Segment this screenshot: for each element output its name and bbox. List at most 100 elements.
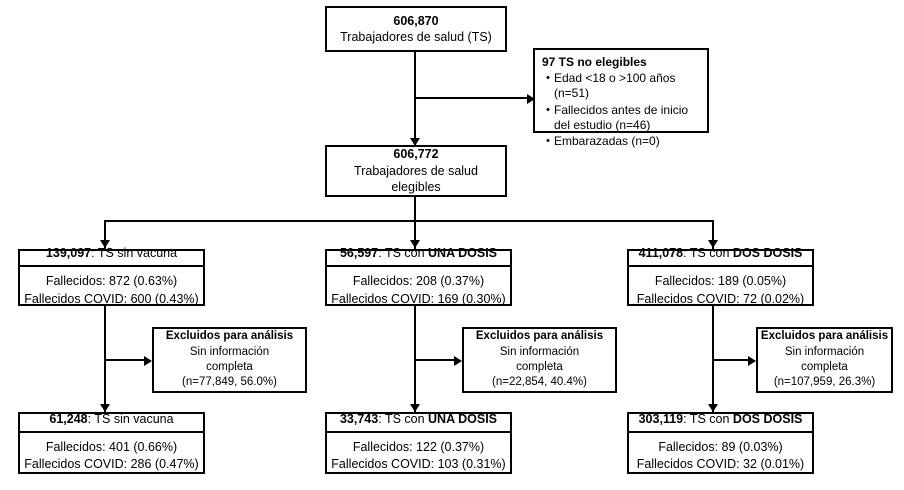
branch-bottom-count: 33,743 <box>339 411 379 426</box>
root-count: 606,870 <box>393 13 439 28</box>
connector-bus-to-branch-3 <box>712 220 714 249</box>
arrowhead-branch-1-bottom <box>100 404 110 412</box>
arrowhead-branch-1-excluded <box>144 356 152 366</box>
branch-top-deaths-covid: Fallecidos COVID: 600 (0.43%) <box>24 291 199 306</box>
branch-top-separator: : <box>378 246 385 261</box>
branch-top-count: 139,097 <box>45 246 92 261</box>
branch-top-header: 56,597: TS con UNA DOSIS <box>327 241 510 268</box>
box-branch-top-sin-vacuna: 139,097: TS sin vacuna Fallecidos: 872 (… <box>18 246 205 306</box>
excluded-bullet-item: • Fallecidos antes de inicio del estudio… <box>542 103 700 134</box>
branch-top-deaths: Fallecidos: 872 (0.63%) <box>45 274 178 289</box>
branch-bottom-separator: : <box>378 411 385 426</box>
excluded-line3: completa <box>206 361 253 373</box>
branch-bottom-count: 303,119 <box>638 411 684 426</box>
branch-top-label-plain: TS con <box>384 246 429 261</box>
branch-top-stats: Fallecidos: 872 (0.63%) Fallecidos COVID… <box>20 267 203 314</box>
excluded-line4: (n=107,959, 26.3%) <box>773 376 876 389</box>
branch-bottom-separator: : <box>683 411 690 426</box>
branch-top-stats: Fallecidos: 189 (0.05%) Fallecidos COVID… <box>629 267 812 314</box>
branch-bottom-deaths-covid: Fallecidos COVID: 103 (0.31%) <box>331 457 506 471</box>
connector-root-to-excluded-top <box>414 97 531 99</box>
root-label: Trabajadores de salud (TS) <box>340 30 492 44</box>
branch-bottom-deaths: Fallecidos: 401 (0.66%) <box>45 439 178 454</box>
excluded-bullet-text: Fallecidos antes de inicio del estudio (… <box>554 102 689 133</box>
connector-branch-2-to-excluded <box>414 359 458 361</box>
branch-bottom-header: 61,248: TS sin vacuna <box>20 407 203 433</box>
branch-bottom-deaths-covid: Fallecidos COVID: 32 (0.01%) <box>636 457 805 471</box>
branch-top-label-bold: DOS DOSIS <box>732 246 803 261</box>
arrowhead-branch-2 <box>410 240 420 248</box>
arrowhead-branch-3 <box>708 240 718 248</box>
excluded-title: Excluidos para análisis <box>475 330 604 343</box>
excluded-line4: (n=22,854, 40.4%) <box>492 376 587 389</box>
eligible-count: 606,772 <box>393 147 439 162</box>
excluded-line3: completa <box>516 361 563 373</box>
excluded-not-eligible-title: 97 TS no elegibles <box>542 55 647 69</box>
branch-top-deaths-covid: Fallecidos COVID: 72 (0.02%) <box>636 291 805 306</box>
branch-bottom-label-plain: TS sin vacuna <box>94 411 174 426</box>
arrowhead-branch-3-excluded <box>748 356 756 366</box>
arrowhead-branch-1 <box>100 240 110 248</box>
connector-branch-1-to-excluded <box>104 359 148 361</box>
excluded-bullet-item: • Embarazadas (n=0) <box>542 134 700 149</box>
box-branch-bottom-sin-vacuna: 61,248: TS sin vacuna Fallecidos: 401 (0… <box>18 412 205 474</box>
connector-branch-3-to-excluded <box>712 359 752 361</box>
branch-top-label-plain: TS con <box>689 246 733 261</box>
box-branch-top-dos-dosis: 411,078: TS con DOS DOSIS Fallecidos: 18… <box>627 246 814 306</box>
box-excluded-not-eligible: 97 TS no elegibles • Edad <18 o >100 año… <box>533 48 709 148</box>
box-branch-bottom-una-dosis: 33,743: TS con UNA DOSIS Fallecidos: 122… <box>325 412 512 474</box>
bullet-icon: • <box>546 103 550 116</box>
connector-eligible-to-bus <box>414 197 416 249</box>
arrowhead-branch-3-bottom <box>708 404 718 412</box>
branch-bottom-label-bold: DOS DOSIS <box>732 411 803 426</box>
branch-bottom-label-plain: TS con <box>384 411 429 426</box>
branch-top-header: 139,097: TS sin vacuna <box>20 241 203 268</box>
branch-bottom-count: 61,248 <box>49 411 88 426</box>
arrowhead-root-to-eligible <box>410 138 420 146</box>
branch-bottom-label-bold: UNA DOSIS <box>428 411 498 426</box>
excluded-bullet-text: Edad <18 o >100 años (n=51) <box>554 71 676 101</box>
branch-top-stats: Fallecidos: 208 (0.37%) Fallecidos COVID… <box>327 267 510 314</box>
box-excluded-una-dosis: Excluidos para análisis Sin información … <box>462 327 617 393</box>
bullet-icon: • <box>546 72 550 84</box>
branch-bottom-label-plain: TS con <box>689 411 733 426</box>
box-eligible: 606,772 Trabajadores de salud elegibles <box>325 145 507 197</box>
eligible-label-line1: Trabajadores de salud <box>354 163 478 178</box>
branch-bottom-deaths: Fallecidos: 89 (0.03%) <box>658 439 783 454</box>
branch-bottom-deaths-covid: Fallecidos COVID: 286 (0.47%) <box>24 457 199 471</box>
excluded-line4: (n=77,849, 56.0%) <box>182 376 277 389</box>
arrowhead-branch-2-bottom <box>410 404 420 412</box>
excluded-line2: Sin información <box>189 345 270 358</box>
eligible-label-line2: elegibles <box>391 180 441 195</box>
excluded-line3: completa <box>801 361 848 373</box>
excluded-bullet-text: Embarazadas (n=0) <box>554 134 660 149</box>
branch-top-header: 411,078: TS con DOS DOSIS <box>629 241 812 268</box>
box-branch-top-una-dosis: 56,597: TS con UNA DOSIS Fallecidos: 208… <box>325 246 512 306</box>
excluded-title: Excluidos para análisis <box>165 330 294 343</box>
distribution-bus <box>104 220 714 222</box>
branch-bottom-stats: Fallecidos: 122 (0.37%) Fallecidos COVID… <box>327 433 510 480</box>
excluded-line2: Sin información <box>499 345 580 358</box>
excluded-line2: Sin información <box>784 345 865 358</box>
arrowhead-root-to-excluded-top <box>527 94 535 104</box>
bullet-icon: • <box>546 135 550 148</box>
box-excluded-sin-vacuna: Excluidos para análisis Sin información … <box>152 327 307 393</box>
box-root: 606,870 Trabajadores de salud (TS) <box>325 6 507 52</box>
excluded-bullet-item: • Edad <18 o >100 años (n=51) <box>542 71 700 102</box>
excluded-title: Excluidos para análisis <box>760 330 889 343</box>
arrowhead-branch-2-excluded <box>454 356 462 366</box>
box-branch-bottom-dos-dosis: 303,119: TS con DOS DOSIS Fallecidos: 89… <box>627 412 814 474</box>
branch-top-deaths: Fallecidos: 189 (0.05%) <box>654 274 787 289</box>
branch-bottom-header: 303,119: TS con DOS DOSIS <box>629 407 812 433</box>
branch-bottom-separator: : <box>87 411 95 426</box>
box-excluded-dos-dosis: Excluidos para análisis Sin información … <box>756 327 893 393</box>
branch-top-separator: : <box>683 246 690 261</box>
branch-bottom-stats: Fallecidos: 401 (0.66%) Fallecidos COVID… <box>20 433 203 480</box>
branch-bottom-stats: Fallecidos: 89 (0.03%) Fallecidos COVID:… <box>629 433 812 480</box>
connector-bus-to-branch-1 <box>104 220 106 249</box>
branch-top-deaths-covid: Fallecidos COVID: 169 (0.30%) <box>331 291 506 306</box>
branch-top-separator: : <box>91 246 98 261</box>
branch-top-count: 56,597 <box>339 246 379 261</box>
branch-top-label-bold: UNA DOSIS <box>428 246 498 261</box>
